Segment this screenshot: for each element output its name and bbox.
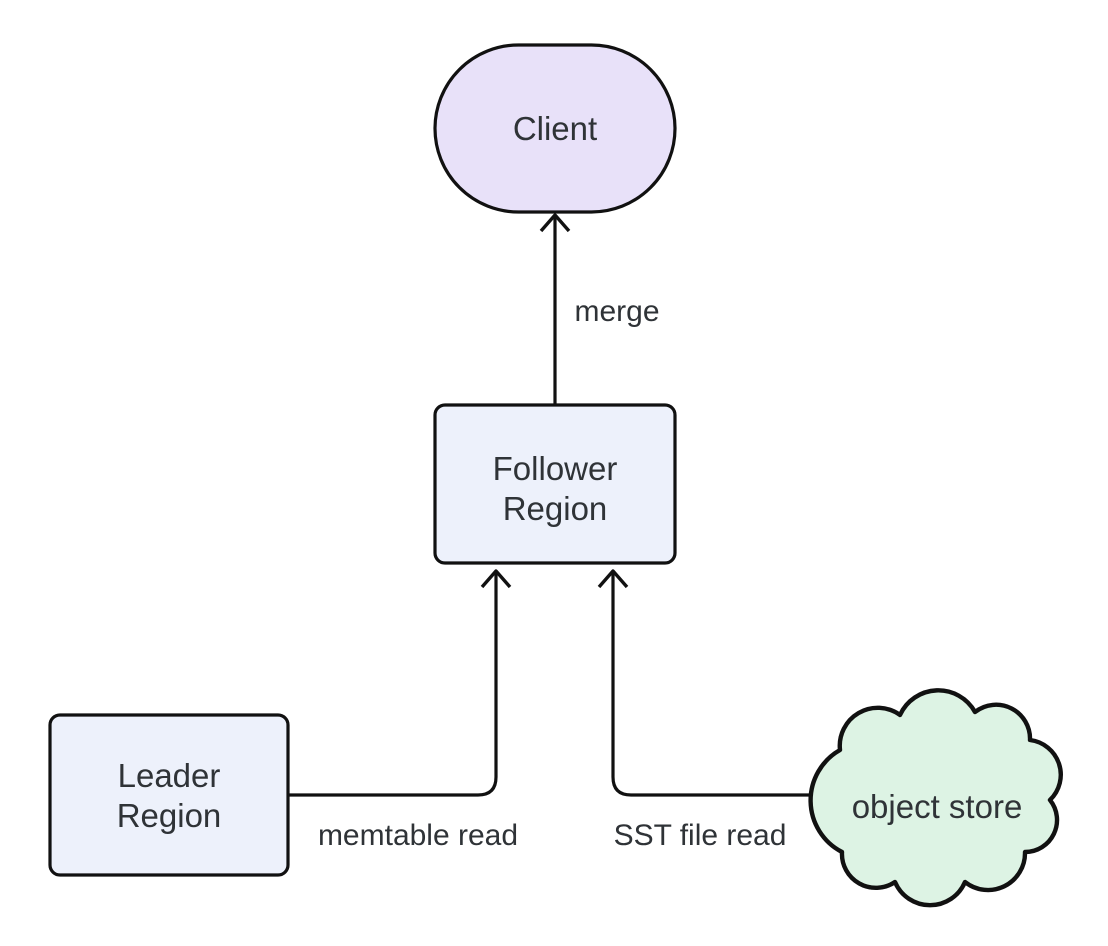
leader-region-rect-shape: [48, 713, 290, 877]
follower-region-rect-shape: [433, 403, 677, 565]
edge-label-memtable-read: memtable read: [318, 819, 518, 852]
node-label-client: Client: [513, 110, 597, 147]
arrowhead-up-icon: [539, 213, 571, 233]
arrowhead-up-icon: [597, 569, 629, 589]
edge-leader-to-follower: memtable read: [289, 569, 518, 852]
node-label-follower-line2: Region: [503, 490, 608, 527]
edge-label-sst-file-read: SST file read: [614, 819, 787, 852]
edge-object-store-to-follower: SST file read: [597, 569, 820, 852]
node-client: Client: [433, 43, 677, 214]
edge-label-merge: merge: [574, 295, 659, 328]
object-store-cloud-shape: [808, 688, 1063, 908]
node-label-leader-line1: Leader: [118, 757, 221, 794]
edge-sst-file-read-line: [611, 572, 820, 797]
edge-follower-to-client: merge: [539, 213, 660, 405]
node-object-store: object store: [808, 688, 1063, 908]
client-stadium-shape: [433, 43, 677, 214]
node-label-follower-line1: Follower: [493, 450, 618, 487]
edge-memtable-read-line: [289, 572, 498, 797]
node-label-object-store: object store: [852, 788, 1023, 825]
node-leader-region: Leader Region: [48, 713, 290, 877]
node-follower-region: Follower Region: [433, 403, 677, 565]
arrowhead-up-icon: [480, 569, 512, 589]
node-label-leader-line2: Region: [117, 797, 222, 834]
